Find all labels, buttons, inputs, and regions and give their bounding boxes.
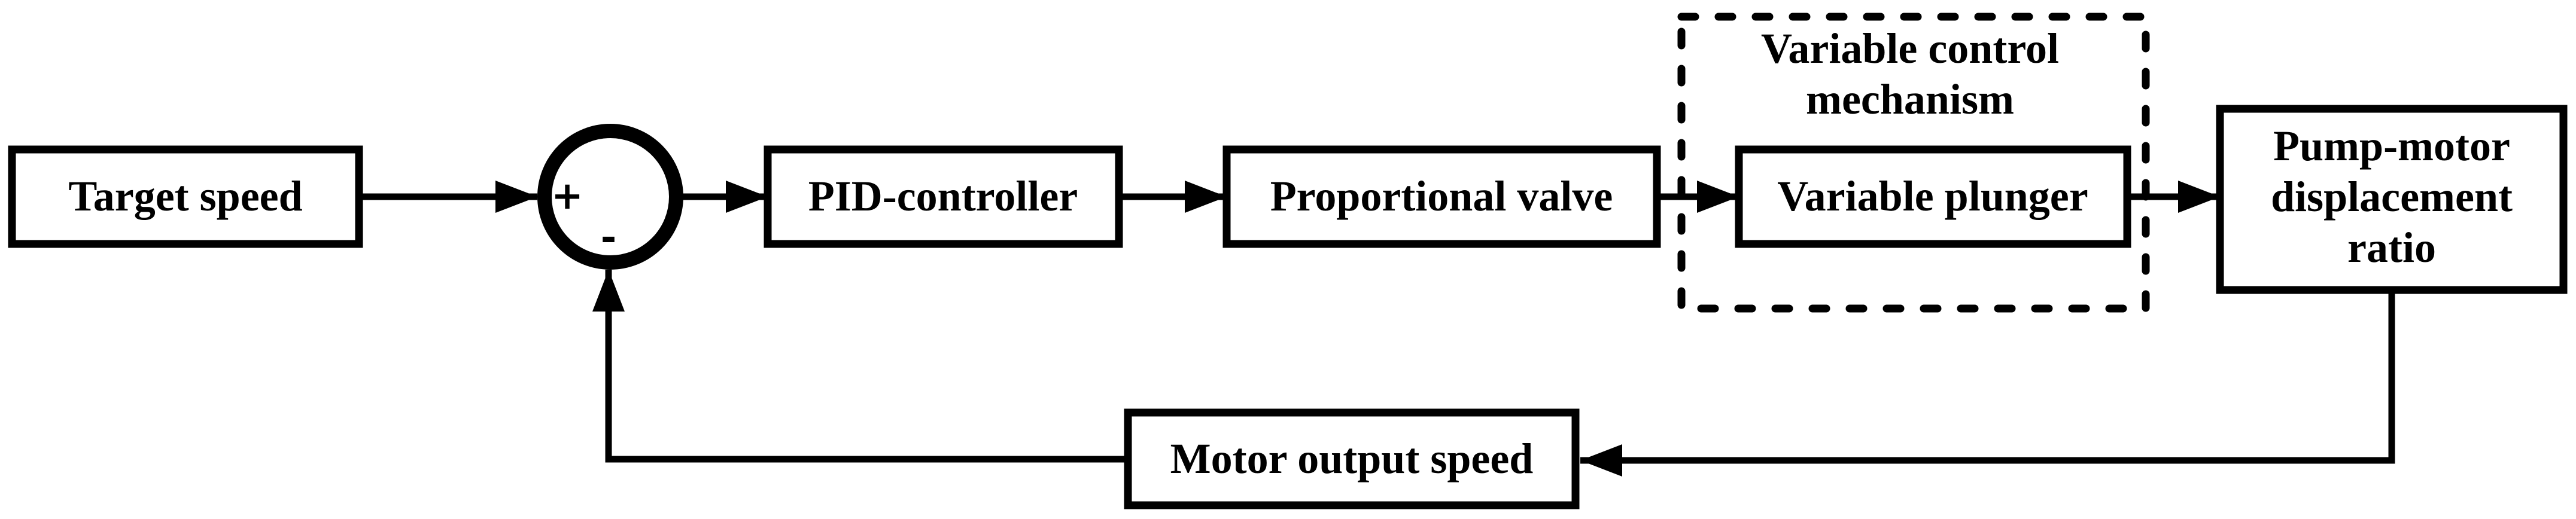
- pid-controller-block: [764, 145, 1123, 248]
- plus-sign: +: [551, 174, 583, 218]
- variable-control-mechanism-label-line2: mechanism: [1806, 75, 2014, 123]
- proportional-valve-label: Proportional valve: [1270, 172, 1613, 220]
- pump-displacement-label-line1: Pump-motor: [2273, 122, 2510, 170]
- pump-displacement-block: [2216, 105, 2568, 294]
- feedback-line-pump-to-motor: [1580, 294, 2395, 477]
- pump-displacement-label-line2: displacement: [2271, 173, 2513, 221]
- proportional-valve-block: [1222, 145, 1661, 248]
- summing-junction-circle: [537, 124, 683, 270]
- minus-sign: -: [601, 216, 617, 260]
- motor-output-speed-block: [1124, 408, 1580, 509]
- pump-displacement-label-line3: ratio: [2347, 224, 2436, 271]
- variable-control-mechanism-container: [1677, 13, 2150, 313]
- variable-plunger-label: Variable plunger: [1777, 172, 2088, 220]
- target-speed-block: [8, 145, 363, 248]
- motor-output-speed-label: Motor output speed: [1170, 435, 1534, 483]
- variable-control-mechanism-label-line1: Variable control: [1761, 25, 2059, 72]
- feedback-line-motor-to-sum: [592, 270, 1126, 463]
- target-speed-label: Target speed: [68, 172, 302, 220]
- pid-controller-label: PID-controller: [808, 172, 1078, 220]
- variable-plunger-block: [1735, 145, 2131, 248]
